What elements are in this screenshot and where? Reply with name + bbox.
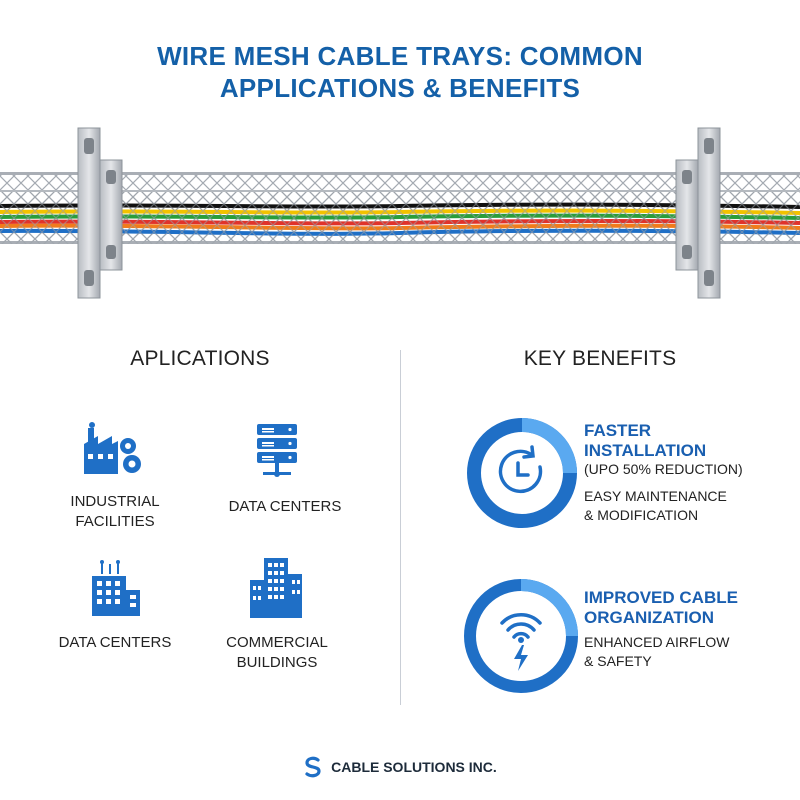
page-title: WIRE MESH CABLE TRAYS: COMMON APPLICATIO… (0, 40, 800, 104)
benefit-title-installation: FASTER INSTALLATION (584, 421, 707, 460)
benefit-title-organization: IMPROVED CABLE ORGANIZATION (584, 588, 738, 627)
office-buildings-icon (92, 560, 140, 616)
app-label-commercial: COMMERCIAL BUILDINGS (226, 634, 328, 671)
title-line-2: APPLICATIONS & BENEFITS (219, 73, 581, 103)
app-label-data-centers-2: DATA CENTERS (58, 634, 172, 651)
s-logo-icon (305, 756, 321, 778)
benefit-detail-organization: ENHANCED AIRFLOW & SAFETY (584, 634, 730, 669)
footer-brand: CABLE SOLUTIONS INC. (0, 756, 800, 778)
skyscraper-icon (250, 558, 302, 618)
app-label-data-centers-1: DATA CENTERS (228, 498, 342, 515)
clock-refresh-icon (498, 445, 543, 494)
applications-heading: APLICATIONS (130, 347, 270, 370)
cable-tray-illustration (0, 127, 800, 299)
app-label-industrial: INDUSTRIAL FACILITIES (70, 493, 160, 530)
right-bracket (675, 127, 721, 299)
left-bracket (77, 127, 123, 299)
server-rack-icon (257, 424, 297, 477)
wifi-bolt-icon (500, 613, 542, 671)
benefit-subtitle-installation: (UPO 50% REDUCTION) (584, 461, 743, 477)
benefits-heading: KEY BENEFITS (523, 347, 677, 370)
title-line-1: WIRE MESH CABLE TRAYS: COMMON (157, 41, 643, 71)
brand-name: CABLE SOLUTIONS INC. (331, 759, 497, 775)
section-divider (400, 350, 401, 705)
factory-gears-icon (84, 422, 141, 474)
benefit-ring-organization (464, 579, 578, 693)
benefit-detail-installation: EASY MAINTENANCE & MODIFICATION (584, 488, 727, 523)
benefit-ring-installation (467, 418, 577, 528)
